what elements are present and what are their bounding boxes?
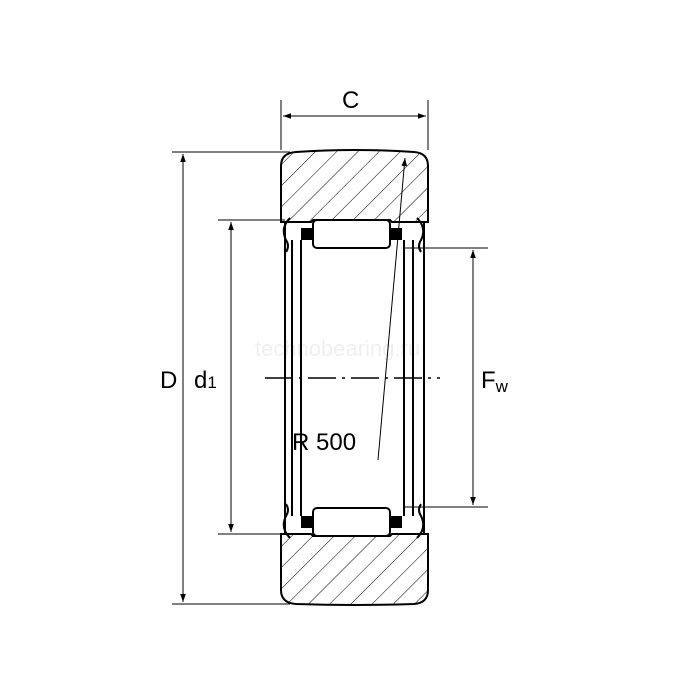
dimension-lines xyxy=(172,100,488,605)
outer-ring xyxy=(280,149,429,606)
needle-rollers xyxy=(301,219,402,537)
label-radius: R 500 xyxy=(292,429,356,456)
label-d1: d1 xyxy=(194,367,217,394)
label-D: D xyxy=(160,367,177,394)
watermark: technobearing.ru xyxy=(255,336,420,361)
label-Fw: Fw xyxy=(481,367,509,396)
label-C: C xyxy=(342,87,359,114)
